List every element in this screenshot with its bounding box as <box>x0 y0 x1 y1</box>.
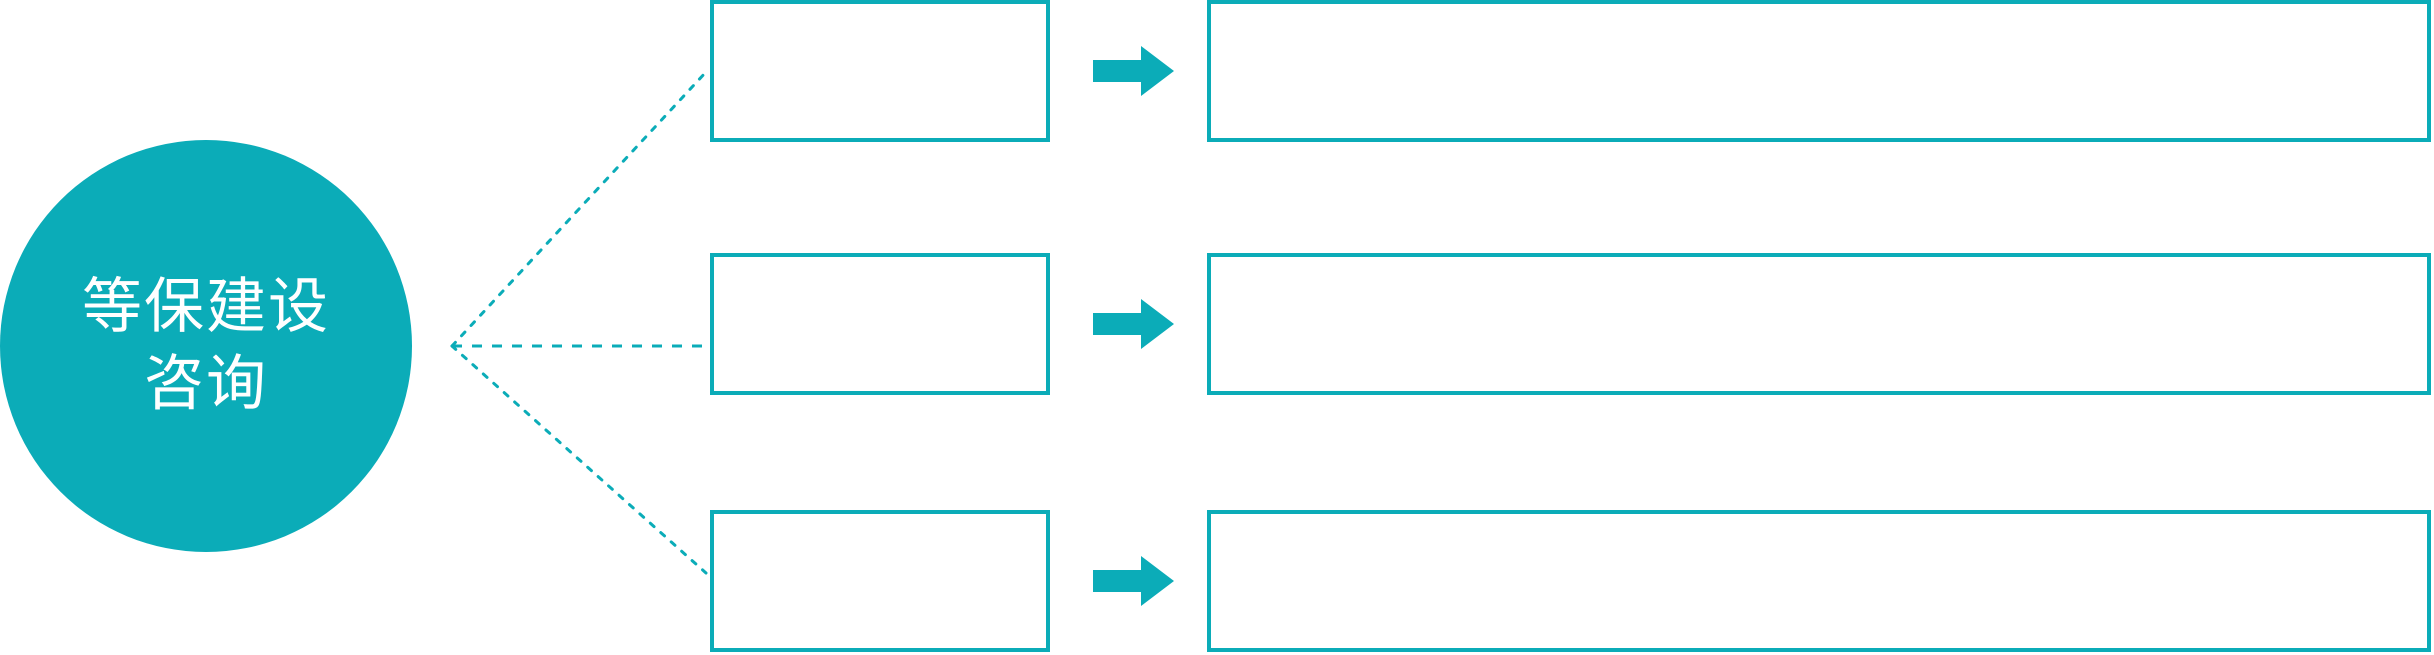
detail-box[interactable] <box>1207 510 2431 652</box>
detail-box[interactable] <box>1207 0 2431 142</box>
hub-circle[interactable]: 等保建设 咨询 <box>0 140 412 552</box>
flow-row <box>0 510 2434 655</box>
flow-row <box>0 253 2434 398</box>
right-arrow-icon <box>1093 45 1175 97</box>
right-arrow-icon <box>1093 555 1175 607</box>
hub-title-line-2: 咨询 <box>144 350 268 417</box>
detail-box[interactable] <box>1207 253 2431 395</box>
hub-title-line-1: 等保建设 <box>82 273 330 341</box>
right-arrow-icon <box>1093 298 1175 350</box>
stage-box[interactable] <box>710 253 1050 395</box>
stage-box[interactable] <box>710 510 1050 652</box>
flow-row <box>0 0 2434 145</box>
stage-box[interactable] <box>710 0 1050 142</box>
